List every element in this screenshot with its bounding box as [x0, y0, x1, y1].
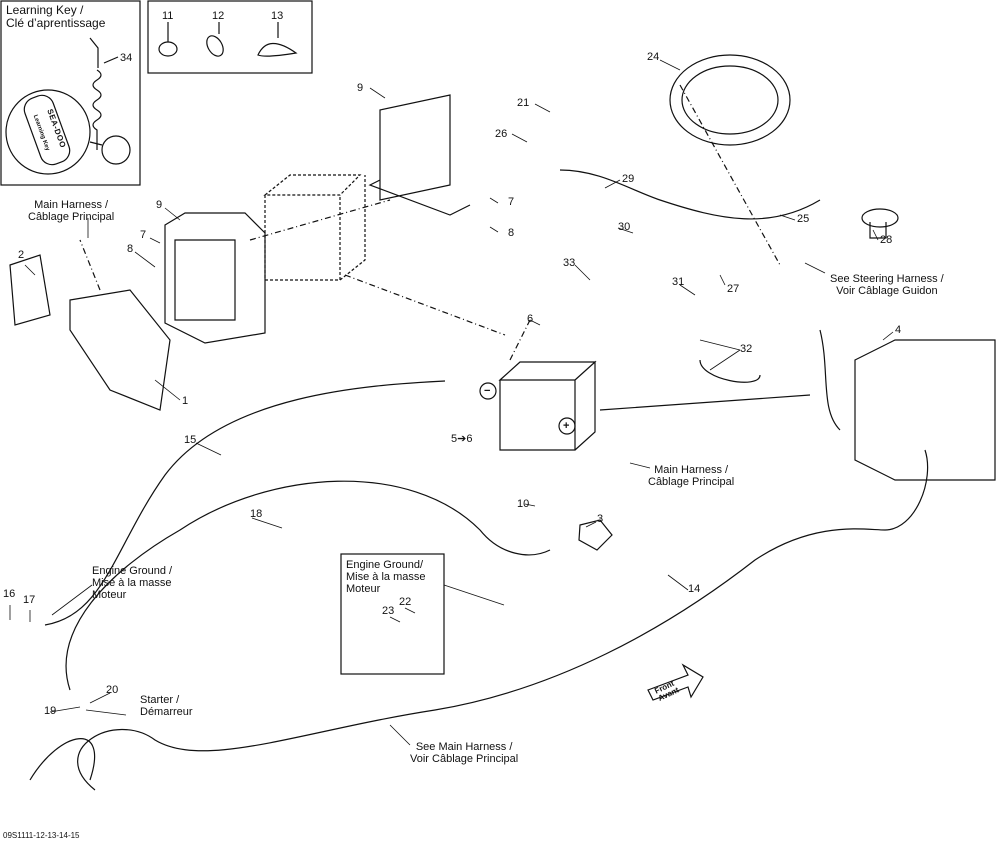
callout-18: 18 [250, 508, 263, 520]
callout-7: 7 [140, 229, 147, 241]
callout-9: 9 [357, 82, 364, 94]
note-main-harness-top: Main Harness / Câblage Principal [28, 199, 115, 223]
callout-29: 29 [622, 173, 635, 185]
callout-13: 13 [271, 10, 284, 22]
callout-31: 31 [672, 276, 685, 288]
callout-8: 8 [508, 227, 515, 239]
note-steering-harness: See Steering Harness / Voir Câblage Guid… [830, 273, 944, 297]
callout-2: 2 [18, 249, 25, 261]
clamps-inset-frame [147, 0, 313, 74]
callout-22: 22 [399, 596, 412, 608]
callout-11: 11 [162, 10, 174, 22]
drawing-code: 09S1111-12-13-14-15 [3, 831, 80, 840]
callout-30: 30 [618, 221, 631, 233]
steering-harness-29 [559, 169, 821, 220]
callout-9: 9 [156, 199, 163, 211]
battery-shape [498, 360, 597, 451]
callout-12: 12 [212, 10, 225, 22]
main-harness-14 [77, 449, 929, 791]
negative-terminal-symbol: − [484, 385, 491, 397]
callout-25: 25 [797, 213, 810, 225]
note-engine-ground-left: Engine Ground / Mise à la masse Moteur [92, 565, 173, 601]
callout-27: 27 [727, 283, 740, 295]
callout-1: 1 [182, 395, 189, 407]
callout-32: 32 [740, 343, 753, 355]
note-starter: Starter / Démarreur [140, 694, 193, 718]
callout-23: 23 [382, 605, 395, 617]
gauge-cluster [669, 54, 791, 146]
callout-5-6: 5➔6 [451, 433, 473, 445]
callout-34: 34 [120, 52, 133, 64]
cable-18 [65, 480, 551, 691]
callout-7: 7 [508, 196, 515, 208]
callout-17: 17 [23, 594, 36, 606]
note-main-harness-right: Main Harness / Câblage Principal [648, 464, 735, 488]
callout-26: 26 [495, 128, 508, 140]
note-see-main-harness: See Main Harness / Voir Câblage Principa… [410, 741, 519, 765]
front-arrow [647, 663, 704, 701]
callout-14: 14 [688, 583, 701, 595]
engine-ground-inset-title: Engine Ground/ Mise à la masse Moteur [346, 559, 426, 595]
cable-15 [44, 380, 446, 626]
callout-20: 20 [106, 684, 119, 696]
callout-8: 8 [127, 243, 134, 255]
callout-28: 28 [880, 234, 893, 246]
callout-21: 21 [517, 97, 530, 109]
callout-15: 15 [184, 434, 197, 446]
engine-ground-inset-frame [340, 553, 445, 675]
callout-10: 10 [517, 498, 530, 510]
learning-key-magnified [5, 89, 91, 175]
engine-block [854, 339, 996, 481]
learning-key-title: Learning Key / Clé d’aprentissage [6, 3, 106, 30]
callout-16: 16 [3, 588, 16, 600]
callout-6: 6 [527, 313, 534, 325]
callout-33: 33 [563, 257, 576, 269]
callout-24: 24 [647, 51, 660, 63]
learning-key-inset-frame [0, 0, 141, 186]
callout-19: 19 [44, 705, 57, 717]
callout-3: 3 [597, 513, 604, 525]
positive-terminal-symbol: + [563, 420, 570, 432]
callout-4: 4 [895, 324, 902, 336]
